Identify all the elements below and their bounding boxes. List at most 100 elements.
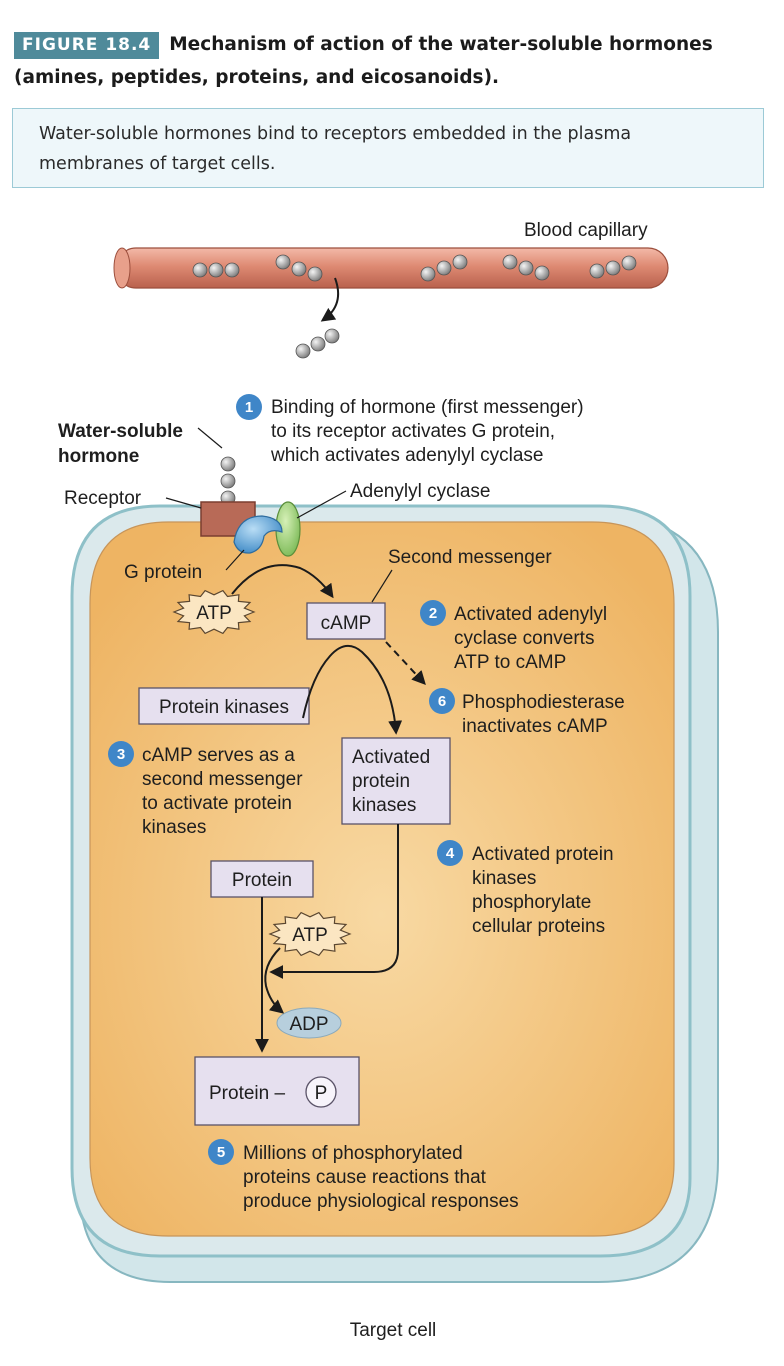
bound-hormone bbox=[220, 456, 236, 506]
step-2: 2 Activated adenylyl cyclase converts AT… bbox=[420, 600, 607, 673]
step-text-line: cAMP serves as a bbox=[142, 745, 295, 766]
hormone-ball bbox=[192, 262, 208, 278]
atp-label-bottom: ATP bbox=[292, 925, 328, 946]
hormone-ball bbox=[534, 265, 550, 281]
step-text-line: second messenger bbox=[142, 769, 303, 790]
atp-burst-bottom: ATP bbox=[268, 911, 352, 957]
kinase-to-protein-arrow bbox=[269, 824, 399, 979]
adp-label: ADP bbox=[289, 1014, 328, 1035]
step-text-line: produce physiological responses bbox=[243, 1191, 519, 1212]
camp-label: cAMP bbox=[321, 613, 372, 634]
step-3: 3 cAMP serves as a second messenger to a… bbox=[108, 741, 303, 838]
second-messenger-label: Second messenger bbox=[388, 547, 552, 568]
step-text-line: Millions of phosphorylated bbox=[243, 1143, 463, 1164]
step-4: 4 Activated protein kinases phosphorylat… bbox=[437, 840, 614, 937]
hormone-ball bbox=[220, 456, 236, 472]
protein-kinases-box bbox=[138, 687, 310, 725]
g-protein-label: G protein bbox=[124, 562, 202, 583]
hormone-ball bbox=[310, 336, 326, 352]
step-badge bbox=[429, 688, 455, 714]
atp-label-top: ATP bbox=[196, 603, 232, 624]
atp-to-adp-arrow bbox=[264, 947, 285, 1014]
step-number: 4 bbox=[446, 845, 455, 862]
second-messenger-leader-line bbox=[371, 569, 393, 603]
hormone-ball bbox=[224, 262, 240, 278]
water-soluble-hormone-label-1: Water-soluble bbox=[58, 421, 183, 442]
hormone-ball bbox=[420, 266, 436, 282]
atp-starburst bbox=[172, 589, 256, 635]
step-number: 2 bbox=[429, 605, 437, 622]
atp-to-camp-arrow bbox=[231, 564, 334, 599]
figure-title-line1: Mechanism of action of the water-soluble… bbox=[169, 34, 713, 55]
blood-capillary bbox=[113, 247, 669, 289]
receptor-label: Receptor bbox=[64, 488, 142, 509]
phosphate-circle bbox=[305, 1076, 337, 1108]
hormone-ball bbox=[324, 328, 340, 344]
camp-to-phosphodiesterase-arrow bbox=[385, 641, 426, 686]
g-protein-leader-line bbox=[225, 549, 245, 571]
step-text-line: Activated protein bbox=[472, 844, 614, 865]
step-text-line: cellular proteins bbox=[472, 916, 605, 937]
figure-title-line2: (amines, peptides, proteins, and eicosan… bbox=[14, 67, 500, 88]
protein-kinases-label: Protein kinases bbox=[159, 697, 289, 718]
step-text-line: to activate protein bbox=[142, 793, 292, 814]
step-number: 5 bbox=[217, 1144, 225, 1161]
adp-ellipse bbox=[276, 1007, 342, 1039]
step-1: 1 Binding of hormone (first messenger) t… bbox=[236, 394, 584, 466]
capillary-end bbox=[113, 247, 131, 289]
step-5: 5 Millions of phosphorylated proteins ca… bbox=[208, 1139, 519, 1212]
step-badge bbox=[108, 741, 134, 767]
hormone-ball bbox=[220, 473, 236, 489]
hormone-ball bbox=[502, 254, 518, 270]
activated-pk-label-line: Activated bbox=[352, 747, 430, 768]
free-hormone bbox=[295, 328, 340, 359]
hormone-leader-line bbox=[197, 427, 223, 449]
summary-text: Water-soluble hormones bind to receptors… bbox=[39, 124, 632, 174]
adenylyl-cyclase-leader-line bbox=[296, 490, 347, 519]
kinase-activation-arrow bbox=[302, 645, 403, 735]
atp-burst-top: ATP bbox=[172, 589, 256, 635]
activated-pk-label-line: kinases bbox=[352, 795, 416, 816]
adenylyl-cyclase-label: Adenylyl cyclase bbox=[350, 481, 490, 502]
step-text-line: proteins cause reactions that bbox=[243, 1167, 487, 1188]
protein-p-label: Protein – bbox=[209, 1083, 285, 1104]
step-text-line: Binding of hormone (first messenger) bbox=[271, 397, 584, 418]
step-text-line: to its receptor activates G protein, bbox=[271, 421, 555, 442]
hormone-ball bbox=[605, 260, 621, 276]
step-text-line: kinases bbox=[472, 868, 536, 889]
step-number: 3 bbox=[117, 746, 125, 763]
hormone-ball bbox=[436, 260, 452, 276]
hormone-ball bbox=[589, 263, 605, 279]
step-badge bbox=[208, 1139, 234, 1165]
camp-box bbox=[306, 602, 386, 640]
step-badge bbox=[236, 394, 262, 420]
step-text-line: ATP to cAMP bbox=[454, 652, 566, 673]
step-text-line: Activated adenylyl bbox=[454, 604, 607, 625]
hormone-ball bbox=[291, 261, 307, 277]
hormone-ball bbox=[518, 260, 534, 276]
target-cell-label: Target cell bbox=[350, 1320, 437, 1341]
hormone-ball bbox=[452, 254, 468, 270]
hormone-ball bbox=[307, 266, 323, 282]
step-text-line: which activates adenylyl cyclase bbox=[270, 445, 543, 466]
g-protein bbox=[233, 515, 283, 554]
summary-box: Water-soluble hormones bind to receptors… bbox=[12, 108, 764, 188]
step-text-line: Phosphodiesterase bbox=[462, 692, 625, 713]
step-badge bbox=[420, 600, 446, 626]
protein-box bbox=[210, 860, 314, 898]
protein-label: Protein bbox=[232, 870, 292, 891]
target-cell bbox=[70, 504, 719, 1283]
hormone-ball bbox=[208, 262, 224, 278]
hormone-ball bbox=[275, 254, 291, 270]
blood-capillary-label: Blood capillary bbox=[524, 220, 648, 241]
hormone-ball bbox=[295, 343, 311, 359]
step-text-line: cyclase converts bbox=[454, 628, 594, 649]
activated-protein-kinases-box bbox=[341, 737, 451, 825]
water-soluble-hormone-label-2: hormone bbox=[58, 446, 139, 467]
step-number: 1 bbox=[245, 399, 253, 416]
step-text-line: kinases bbox=[142, 817, 206, 838]
step-number: 6 bbox=[438, 693, 446, 710]
activated-pk-label-line: protein bbox=[352, 771, 410, 792]
